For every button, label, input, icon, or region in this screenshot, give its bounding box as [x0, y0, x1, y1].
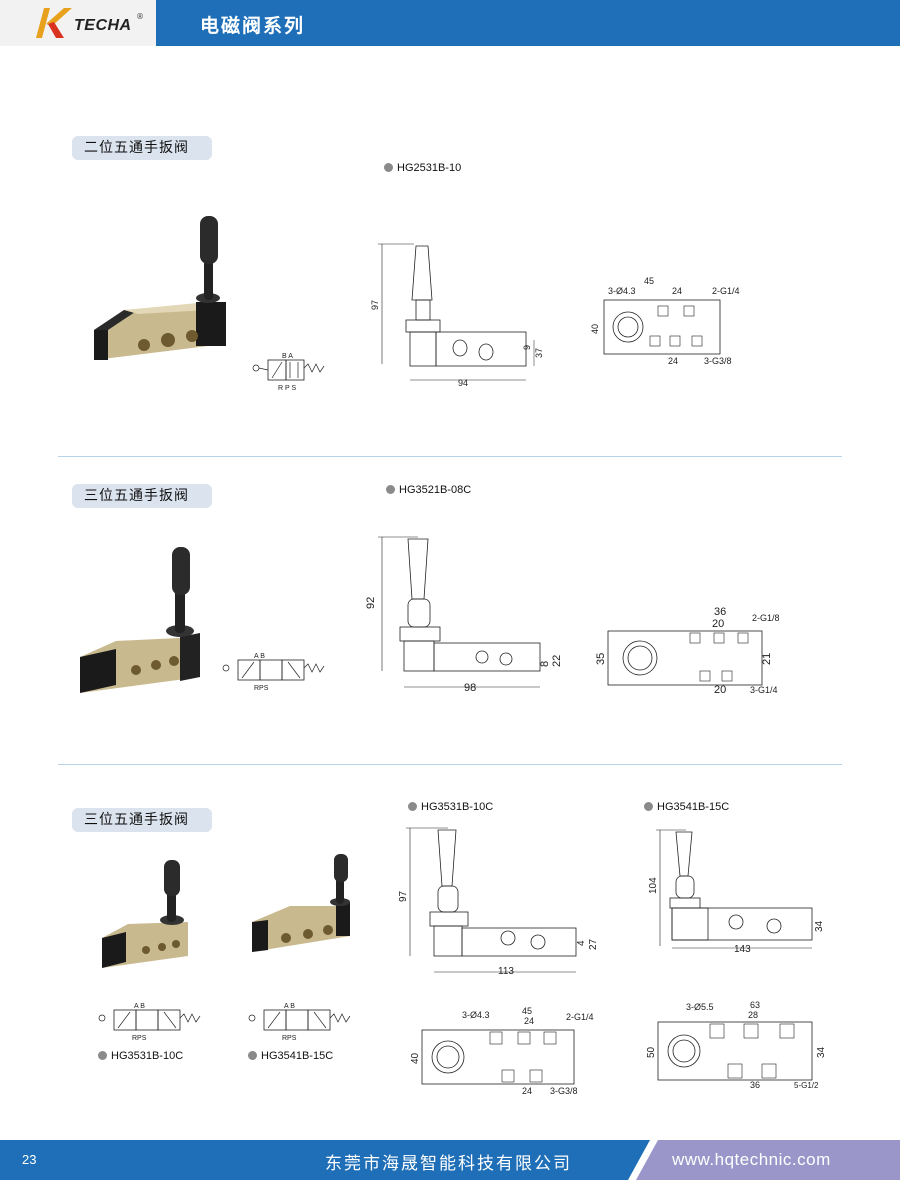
- model-caption-3a: HG3531B-10C: [98, 1050, 183, 1062]
- svg-text:2-G1/8: 2-G1/8: [752, 613, 780, 623]
- svg-text:40: 40: [590, 324, 600, 334]
- valve-photo-1: [94, 216, 226, 360]
- valve-symbol-2: A B RPS: [222, 653, 325, 692]
- svg-text:4: 4: [576, 940, 587, 946]
- svg-text:45: 45: [644, 276, 654, 286]
- svg-text:113: 113: [498, 966, 514, 977]
- page-title: 电磁阀系列: [200, 15, 306, 37]
- dimension-drawing-3-side: 97 113 4 27: [398, 827, 599, 977]
- svg-text:22: 22: [551, 655, 563, 667]
- valve-photo-3a: [102, 860, 188, 968]
- svg-text:3-G1/4: 3-G1/4: [750, 685, 778, 695]
- svg-text:34: 34: [816, 1046, 827, 1058]
- dimension-drawing-1-top: 45 3-Ø4.3 24 2-G1/4 40 24 3-G3/8: [590, 276, 740, 366]
- model-label-3b: HG3541B-15C: [644, 801, 729, 813]
- logo-registered-mark: ®: [136, 12, 144, 21]
- svg-text:63: 63: [750, 1000, 760, 1010]
- svg-text:3-Ø4.3: 3-Ø4.3: [608, 286, 636, 296]
- svg-text:104: 104: [648, 877, 659, 894]
- svg-text:40: 40: [410, 1052, 421, 1064]
- bullet-dot-icon: [644, 802, 653, 811]
- svg-text:9: 9: [522, 345, 532, 350]
- bullet-dot-icon: [408, 802, 417, 811]
- valve-symbol-3b: A B RPS: [248, 1003, 351, 1042]
- model-label-2: HG3521B-08C: [386, 484, 471, 496]
- section-title-3: 三位五通手扳阀: [72, 808, 212, 832]
- svg-text:24: 24: [524, 1016, 534, 1026]
- dimension-drawing-4-side: 104 143 34: [648, 829, 825, 955]
- dimension-drawing-2-side: 92 98 8 22: [365, 536, 563, 694]
- svg-text:36: 36: [714, 606, 726, 618]
- section-divider-1: [58, 456, 842, 457]
- page-number: 23: [22, 1152, 37, 1167]
- svg-text:5-G1/2: 5-G1/2: [794, 1081, 819, 1090]
- svg-text:36: 36: [750, 1080, 760, 1090]
- svg-text:RPS: RPS: [254, 685, 269, 692]
- svg-text:20: 20: [714, 684, 726, 696]
- logo-k-icon: [36, 8, 72, 38]
- dimension-drawing-2-top: 36 2-G1/8 20 35 21 20 3-G1/4: [595, 606, 780, 696]
- svg-text:3-Ø5.5: 3-Ø5.5: [686, 1002, 714, 1012]
- valve-symbol-3a: A B RPS: [98, 1003, 201, 1042]
- svg-text:A B: A B: [284, 1003, 295, 1010]
- logo-text: TECHA: [74, 17, 132, 34]
- bullet-dot-icon: [98, 1051, 107, 1060]
- svg-text:35: 35: [595, 653, 607, 665]
- section-title-1: 二位五通手扳阀: [72, 136, 212, 160]
- valve-symbol-1: B A R P S: [252, 353, 325, 392]
- svg-text:28: 28: [748, 1010, 758, 1020]
- svg-text:R P S: R P S: [278, 385, 296, 392]
- svg-text:143: 143: [734, 944, 751, 955]
- svg-text:20: 20: [712, 618, 724, 630]
- company-name: 东莞市海晟智能科技有限公司: [325, 1154, 572, 1174]
- svg-text:94: 94: [458, 378, 468, 388]
- svg-text:2-G1/4: 2-G1/4: [712, 286, 740, 296]
- section-divider-2: [58, 764, 842, 765]
- website-url[interactable]: www.hqtechnic.com: [672, 1150, 831, 1169]
- model-caption-3b: HG3541B-15C: [248, 1050, 333, 1062]
- svg-text:97: 97: [398, 890, 409, 902]
- svg-text:21: 21: [761, 653, 773, 665]
- svg-text:45: 45: [522, 1006, 532, 1016]
- svg-text:3-G3/8: 3-G3/8: [550, 1086, 578, 1096]
- svg-text:3-Ø4.3: 3-Ø4.3: [462, 1010, 490, 1020]
- svg-text:97: 97: [370, 300, 380, 310]
- dimension-drawing-1-side: 97 94 37 9: [370, 243, 544, 388]
- svg-text:RPS: RPS: [282, 1035, 297, 1042]
- svg-text:A B: A B: [254, 653, 265, 660]
- svg-text:24: 24: [522, 1086, 532, 1096]
- logo: TECHA ®: [0, 0, 156, 46]
- svg-text:3-G3/8: 3-G3/8: [704, 356, 732, 366]
- svg-text:37: 37: [534, 348, 544, 358]
- svg-text:34: 34: [814, 920, 825, 932]
- bullet-dot-icon: [248, 1051, 257, 1060]
- valve-photo-3b: [252, 854, 350, 952]
- svg-text:27: 27: [588, 938, 599, 950]
- model-label-3a: HG3531B-10C: [408, 801, 493, 813]
- svg-text:24: 24: [672, 286, 682, 296]
- svg-text:50: 50: [646, 1046, 657, 1058]
- svg-text:24: 24: [668, 356, 678, 366]
- svg-text:RPS: RPS: [132, 1035, 147, 1042]
- svg-text:8: 8: [539, 661, 551, 667]
- valve-photo-2: [80, 547, 200, 693]
- svg-text:92: 92: [365, 597, 377, 609]
- model-label-1: HG2531B-10: [384, 162, 461, 174]
- footer-url-band: [628, 1140, 900, 1180]
- dimension-drawing-3-top: 3-Ø4.3 45 24 2-G1/4 40 24 3-G3/8: [410, 1006, 594, 1096]
- svg-text:2-G1/4: 2-G1/4: [566, 1012, 594, 1022]
- svg-text:B A: B A: [282, 353, 293, 360]
- bullet-dot-icon: [384, 163, 393, 172]
- bullet-dot-icon: [386, 485, 395, 494]
- dimension-drawing-4-top: 3-Ø5.5 63 28 50 34 36 5-G1/2: [646, 1000, 827, 1090]
- svg-text:98: 98: [464, 682, 476, 694]
- svg-text:A B: A B: [134, 1003, 145, 1010]
- section-title-2: 三位五通手扳阀: [72, 484, 212, 508]
